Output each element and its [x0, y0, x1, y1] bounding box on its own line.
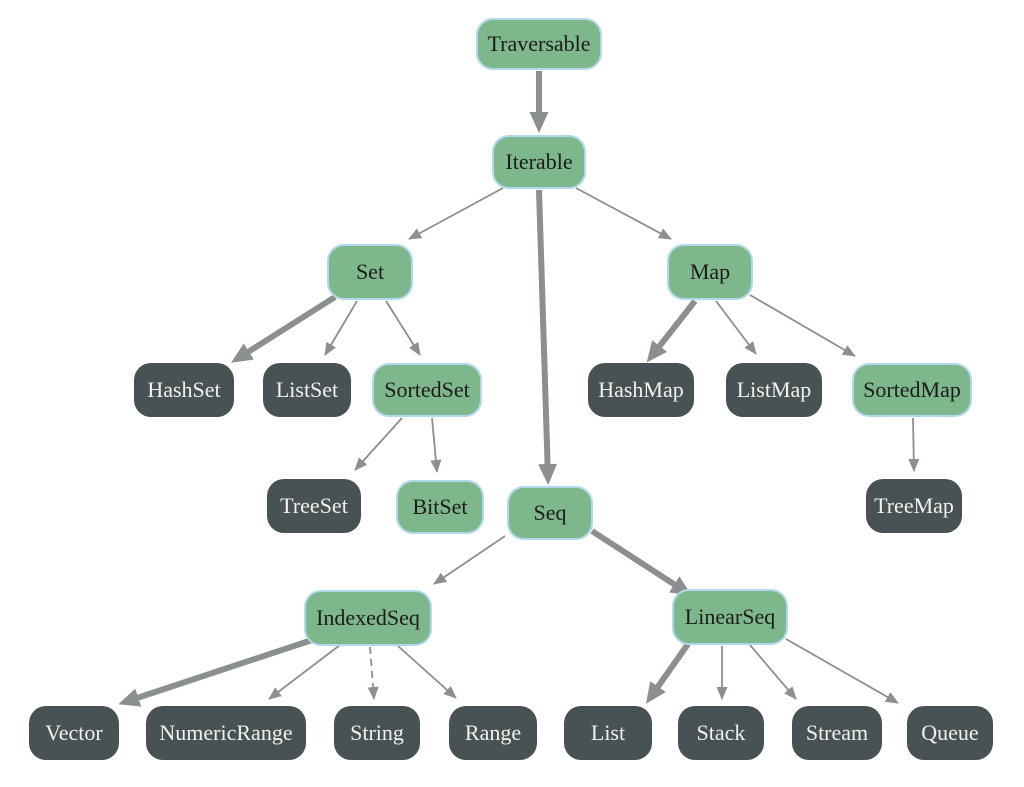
edge-set-listset: [324, 300, 358, 356]
node-seq: Seq: [507, 486, 593, 540]
edge-seq-indexedseq: [433, 535, 506, 585]
node-linearseq: LinearSeq: [672, 589, 788, 645]
edge-linearseq-list: [645, 642, 691, 704]
node-stream: Stream: [792, 706, 882, 760]
node-iterable: Iterable: [492, 135, 586, 189]
node-range: Range: [449, 706, 537, 760]
node-list: List: [564, 706, 652, 760]
node-hashset: HashSet: [134, 363, 234, 417]
node-sortedmap: SortedMap: [852, 363, 972, 417]
node-treeset: TreeSet: [267, 479, 361, 533]
edge-set-hashset: [231, 294, 337, 363]
node-string: String: [334, 706, 420, 760]
node-numericrange: NumericRange: [146, 706, 306, 760]
edge-map-sortedmap: [749, 294, 856, 357]
edge-iterable-map: [575, 187, 672, 240]
node-hashmap: HashMap: [588, 363, 694, 417]
edge-linearseq-queue: [785, 638, 899, 704]
node-traversable: Traversable: [476, 18, 602, 70]
edge-map-listmap: [715, 300, 757, 355]
node-map: Map: [667, 244, 753, 300]
edge-linearseq-stream: [749, 644, 797, 700]
edge-iterable-set: [408, 187, 504, 240]
node-sortedset: SortedSet: [372, 363, 482, 417]
node-listmap: ListMap: [726, 363, 822, 417]
edge-map-hashmap: [646, 299, 698, 363]
edge-iterable-seq: [536, 189, 558, 485]
node-listset: ListSet: [263, 363, 351, 417]
edge-sortedmap-treemap: [908, 417, 920, 472]
node-vector: Vector: [29, 706, 119, 760]
edge-seq-linearseq: [590, 528, 692, 596]
edge-indexedseq-range: [397, 645, 457, 699]
node-stack: Stack: [678, 706, 764, 760]
edge-indexedseq-string: [367, 646, 379, 700]
node-treemap: TreeMap: [866, 479, 962, 533]
edge-sortedset-treeset: [354, 417, 403, 471]
edge-set-sortedset: [385, 300, 421, 356]
node-indexedseq: IndexedSeq: [304, 590, 432, 646]
edge-indexedseq-vector: [118, 637, 313, 707]
node-queue: Queue: [907, 706, 993, 760]
node-set: Set: [327, 244, 413, 300]
edge-sortedset-bitset: [430, 417, 442, 473]
edge-indexedseq-numericrange: [268, 644, 341, 700]
node-bitset: BitSet: [396, 480, 484, 534]
